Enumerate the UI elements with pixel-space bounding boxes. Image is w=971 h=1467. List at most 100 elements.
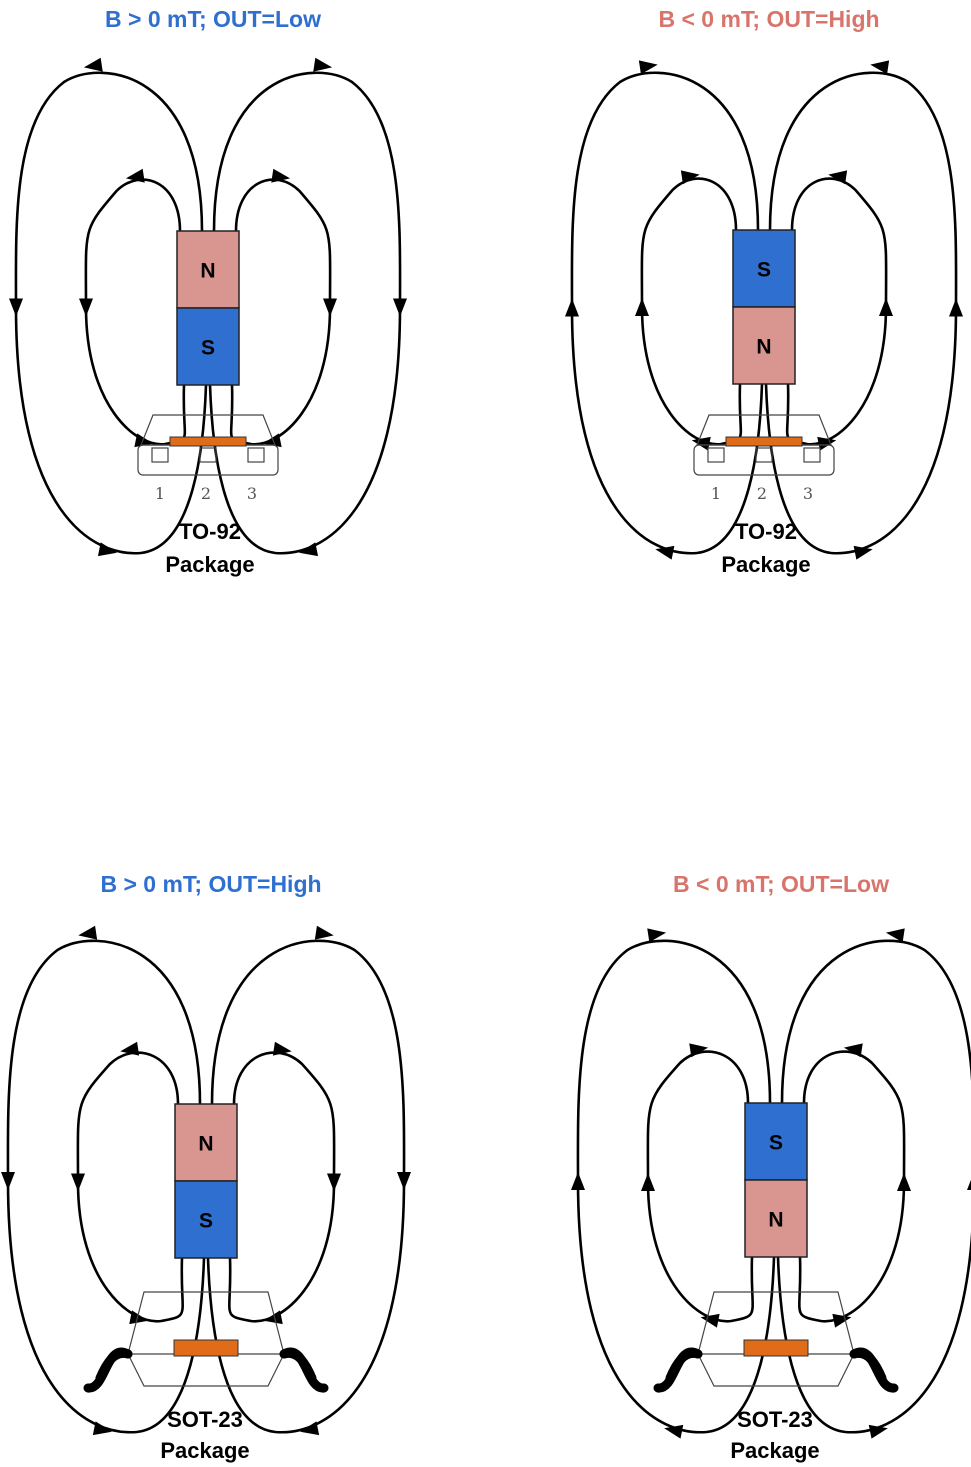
outer-field-line-right (776, 939, 971, 1434)
field-arrow (314, 925, 334, 940)
field-arrow (83, 57, 103, 72)
field-lines (571, 928, 971, 1439)
field-arrow (79, 298, 93, 317)
field-arrow (853, 545, 873, 560)
panel-title: B < 0 mT; OUT=High (658, 6, 879, 32)
field-arrow (967, 1172, 971, 1190)
package-outline (127, 1291, 285, 1387)
magnet-top-label: S (757, 259, 771, 282)
field-arrow (97, 542, 117, 557)
pin-number-1: 1 (155, 484, 165, 503)
field-arrow (327, 1173, 341, 1192)
field-arrow (635, 298, 649, 316)
field-arrow (885, 928, 905, 943)
field-arrow (571, 1172, 585, 1190)
magnet-top-pole (174, 1103, 238, 1182)
panel-title: B < 0 mT; OUT=Low (673, 871, 889, 897)
field-arrow (271, 168, 291, 183)
magnet-top-label: N (198, 1133, 213, 1156)
field-arrow (120, 1041, 140, 1056)
field-arrow (78, 925, 98, 940)
field-arrow (393, 298, 407, 317)
magnet-top-label: N (200, 260, 215, 283)
field-arrow (680, 170, 700, 185)
field-arrow (832, 1313, 852, 1328)
inner-field-line-right (798, 1050, 906, 1323)
field-arrow (868, 1424, 888, 1439)
to92-body-front (137, 444, 279, 476)
field-arrow (313, 57, 333, 72)
magnet-top-label: S (769, 1132, 783, 1155)
field-arrow (272, 1041, 292, 1056)
field-arrow (689, 1043, 709, 1058)
pin-number-2: 2 (201, 484, 211, 503)
magnet-bottom-label: S (199, 1210, 213, 1233)
pin-number-3: 3 (803, 484, 813, 503)
hall-sensor-element (743, 1339, 809, 1357)
to92-body-front (693, 444, 835, 476)
magnet-bottom-pole (732, 306, 796, 385)
to92-lead-1 (707, 447, 725, 463)
sot23-lead-outer-left (665, 1348, 703, 1383)
field-arrow (262, 433, 282, 448)
field-arrow (655, 545, 675, 560)
magnet-bottom-label: S (201, 337, 215, 360)
magnet-bottom-label: N (756, 336, 771, 359)
field-arrow (1, 1172, 15, 1190)
hall-sensor-element (173, 1339, 239, 1357)
inner-field-line-right (229, 178, 332, 446)
sot23-lead-outer-right (849, 1348, 887, 1383)
field-arrow (299, 542, 319, 557)
field-arrow (641, 1173, 655, 1191)
to92-lead-3 (803, 447, 821, 463)
field-arrow (879, 298, 893, 316)
package-label: Package (730, 1438, 819, 1463)
pin-number-1: 1 (711, 484, 721, 503)
field-arrow (125, 168, 145, 183)
field-arrow (647, 928, 667, 943)
magnet-bottom-pole (176, 307, 240, 386)
field-arrow (129, 1310, 149, 1325)
field-arrow (71, 1173, 85, 1192)
magnet-top-pole (732, 229, 796, 308)
magnet-bottom-pole (744, 1179, 808, 1258)
to92-lead-1 (151, 447, 169, 463)
field-arrow (843, 1043, 863, 1058)
pin-number-2: 2 (757, 484, 767, 503)
panel-title: B > 0 mT; OUT=Low (105, 6, 321, 32)
field-arrow (664, 1424, 684, 1439)
field-arrow (897, 1173, 911, 1191)
field-arrow (300, 1421, 320, 1436)
field-arrow (700, 1313, 720, 1328)
package-outline (697, 1291, 855, 1387)
field-arrow (92, 1421, 112, 1436)
pin-number-3: 3 (247, 484, 257, 503)
inner-field-line-left (76, 1051, 184, 1323)
field-arrow (9, 298, 23, 317)
package-label: Package (721, 552, 810, 577)
sot23-lead-outer-left (95, 1348, 133, 1383)
hall-sensor-element (725, 436, 803, 447)
field-arrow (870, 60, 890, 75)
field-arrow (691, 436, 711, 451)
sot23-body-bottom (127, 1353, 285, 1387)
package-label: Package (165, 552, 254, 577)
to92-lead-3 (247, 447, 265, 463)
inner-field-line-left (646, 1050, 754, 1323)
field-arrow (949, 298, 963, 317)
magnet-bottom-label: N (768, 1209, 783, 1232)
package-name: SOT-23 (167, 1407, 243, 1432)
sot23-body-bottom (697, 1353, 855, 1387)
inner-field-line-right (785, 177, 888, 446)
panel-title: B > 0 mT; OUT=High (100, 871, 321, 897)
field-arrow (323, 298, 337, 317)
magnet-bottom-pole (174, 1180, 238, 1259)
field-arrow (397, 1172, 411, 1190)
package-name: TO-92 (735, 519, 797, 544)
package-name: SOT-23 (737, 1407, 813, 1432)
field-arrow (134, 433, 154, 448)
to92-lead-2 (199, 447, 217, 463)
